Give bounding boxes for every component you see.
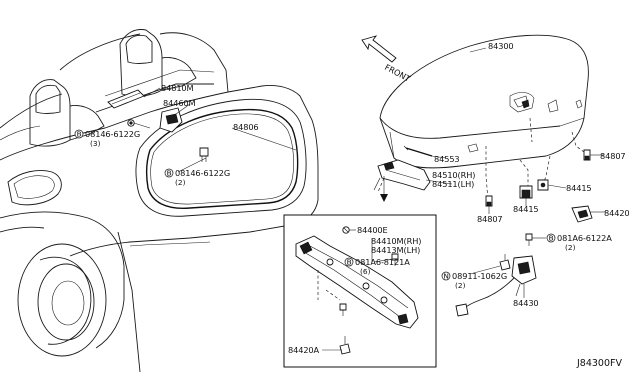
trunk-lid-84300 bbox=[379, 34, 589, 169]
label-84400E: 84400E bbox=[357, 225, 388, 235]
callout-labels: 84810M 84460M B 08146-6122G (3) 84806 B … bbox=[74, 41, 630, 369]
nut-08911 bbox=[499, 254, 511, 271]
prefix-b-mid: B bbox=[167, 169, 172, 178]
label-84511: 84511(LH) bbox=[432, 179, 474, 189]
bolt-symbol-icon bbox=[546, 233, 556, 243]
bolt-081A6-right bbox=[525, 233, 533, 246]
vehicle-body-outline bbox=[0, 29, 319, 373]
bolt-symbol-icon bbox=[74, 129, 84, 139]
label-84415-right: 84415 bbox=[566, 183, 592, 193]
detail-inset bbox=[283, 214, 437, 368]
label-08146-mid: 08146-6122G bbox=[175, 168, 230, 178]
stay-rod-84553 bbox=[403, 145, 433, 157]
label-84420A: 84420A bbox=[288, 345, 320, 355]
label-84300: 84300 bbox=[488, 41, 514, 51]
striker-84420 bbox=[571, 205, 593, 223]
label-84807-right: 84807 bbox=[600, 151, 626, 161]
label-84420: 84420 bbox=[604, 208, 630, 218]
label-84810M: 84810M bbox=[161, 83, 194, 93]
qty-08146-left: (3) bbox=[90, 139, 101, 148]
label-84413M: 84413M(LH) bbox=[371, 245, 420, 255]
bolt-08146-mid bbox=[199, 147, 209, 162]
label-front: FRONT bbox=[383, 62, 413, 84]
label-081A6-inset: 081A6-8121A bbox=[355, 257, 410, 267]
label-84806: 84806 bbox=[233, 122, 259, 132]
label-84553: 84553 bbox=[434, 154, 460, 164]
label-08911: 08911-1062G bbox=[452, 271, 507, 281]
qty-081A6-right: (2) bbox=[565, 243, 576, 252]
qty-08146-mid: (2) bbox=[175, 178, 186, 187]
label-84460M: 84460M bbox=[163, 98, 196, 108]
trunk-lock-84460M bbox=[159, 107, 183, 133]
rubber-84415-right bbox=[537, 179, 549, 191]
diagram-code: J84300FV bbox=[576, 358, 622, 369]
bolt-symbol-icon bbox=[344, 257, 354, 267]
hinge-84510 bbox=[373, 159, 431, 202]
actuator-84430 bbox=[455, 255, 537, 317]
label-84410M: 84410M(RH) bbox=[371, 236, 421, 246]
prefix-b-inset: B bbox=[347, 258, 352, 267]
qty-08911: (2) bbox=[455, 281, 466, 290]
qty-081A6-inset: (6) bbox=[360, 267, 371, 276]
label-08146-left: 08146-6122G bbox=[85, 129, 140, 139]
rubber-84415-bottom bbox=[519, 185, 533, 199]
finisher-84810M bbox=[107, 89, 145, 109]
bolt-08146-left bbox=[127, 119, 135, 127]
label-081A6-right: 081A6-6122A bbox=[557, 233, 612, 243]
callout-leaders bbox=[133, 47, 606, 351]
prefix-b-right: B bbox=[549, 234, 554, 243]
label-84415-bottom: 84415 bbox=[513, 204, 539, 214]
label-84807-bottom: 84807 bbox=[477, 214, 503, 224]
prefix-n: N bbox=[443, 272, 449, 281]
nut-symbol-icon bbox=[441, 271, 451, 281]
bumper-84807-bottom bbox=[485, 195, 493, 207]
label-84430: 84430 bbox=[513, 298, 539, 308]
bumper-84807-right bbox=[583, 149, 591, 161]
label-84510: 84510(RH) bbox=[432, 170, 475, 180]
bolt-symbol-icon bbox=[164, 168, 174, 178]
front-arrow-icon bbox=[361, 35, 397, 63]
prefix-b-left: B bbox=[77, 130, 82, 139]
